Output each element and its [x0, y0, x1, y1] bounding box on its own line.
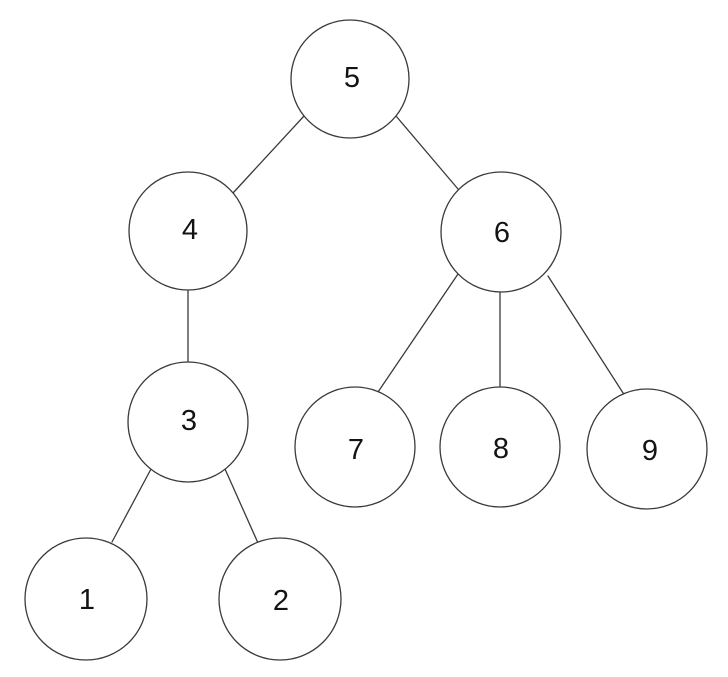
node-circle-9[interactable] [586, 388, 708, 510]
node-9[interactable]: 9 [586, 388, 708, 510]
node-circle-7[interactable] [294, 386, 416, 508]
node-label-6: 6 [494, 217, 510, 249]
node-circle-3[interactable] [127, 361, 249, 483]
node-label-1: 1 [79, 584, 95, 616]
node-label-7: 7 [348, 434, 364, 466]
node-circle-4[interactable] [128, 171, 248, 291]
node-label-9: 9 [642, 435, 658, 467]
node-7[interactable]: 7 [294, 386, 416, 508]
nodes-layer: 5 4 6 3 7 8 9 1 2 [24, 19, 708, 661]
node-circle-5[interactable] [290, 19, 410, 139]
node-label-3: 3 [181, 405, 197, 437]
node-1[interactable]: 1 [24, 537, 148, 661]
node-2[interactable]: 2 [218, 537, 342, 661]
edge-3-2 [224, 468, 259, 544]
node-label-8: 8 [493, 433, 509, 465]
edge-6-9 [547, 275, 626, 397]
node-circle-2[interactable] [218, 537, 342, 661]
node-4[interactable]: 4 [128, 171, 248, 291]
node-circle-1[interactable] [24, 537, 148, 661]
edge-3-1 [111, 468, 152, 543]
node-6[interactable]: 6 [440, 171, 562, 293]
node-3[interactable]: 3 [127, 361, 249, 483]
node-label-2: 2 [273, 585, 289, 617]
node-5[interactable]: 5 [290, 19, 410, 139]
edges-layer [111, 115, 626, 544]
node-8[interactable]: 8 [439, 386, 561, 508]
edge-6-7 [377, 273, 459, 393]
node-circle-8[interactable] [439, 386, 561, 508]
node-circle-6[interactable] [440, 171, 562, 293]
node-label-4: 4 [182, 214, 198, 246]
edge-5-4 [232, 115, 305, 194]
node-label-5: 5 [344, 62, 360, 94]
edge-5-6 [395, 115, 459, 190]
